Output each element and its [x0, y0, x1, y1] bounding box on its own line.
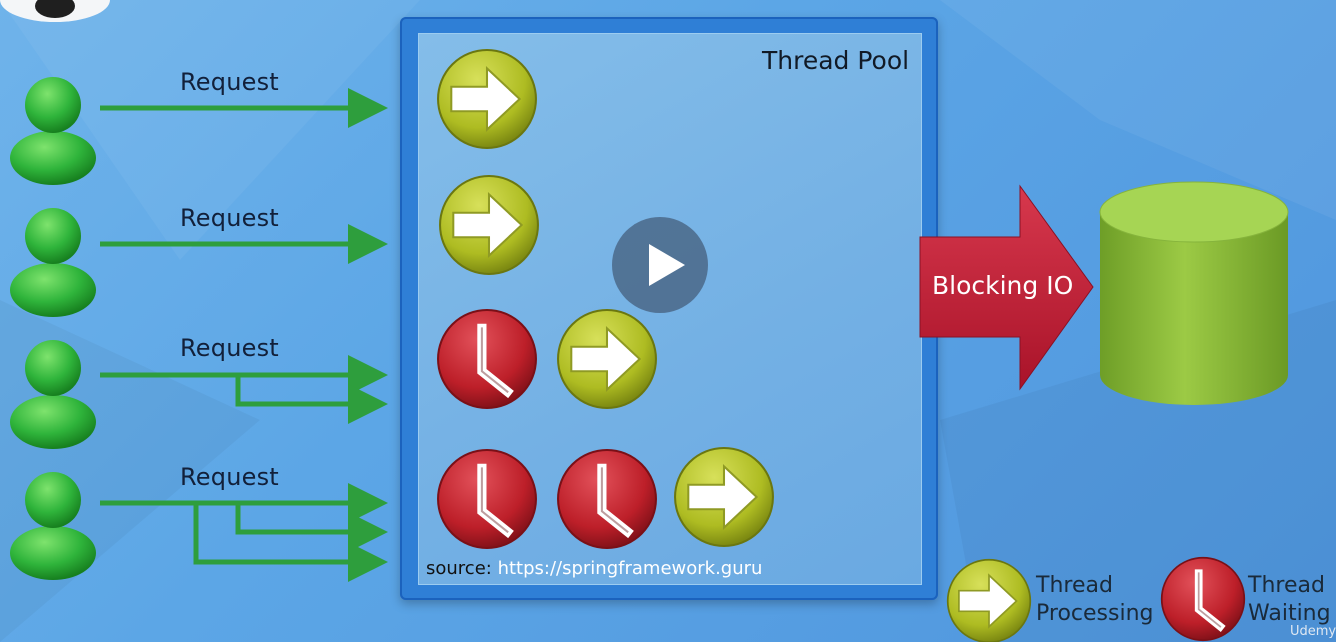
- legend-waiting-line2: Waiting: [1248, 601, 1331, 626]
- request-label: Request: [180, 334, 279, 362]
- legend-processing-icon: [946, 558, 1032, 642]
- request-arrow-branch: [235, 375, 388, 424]
- thread-pool-title: Thread Pool: [762, 46, 910, 75]
- thread-waiting-icon: [438, 450, 536, 548]
- source-caption: source: https://springframework.guru: [426, 558, 762, 579]
- request-arrow-branch: [193, 503, 388, 582]
- thread-processing-icon: [674, 447, 774, 547]
- user-icon: [10, 208, 96, 317]
- legend-processing-line2: Processing: [1036, 601, 1154, 626]
- user-icon: [10, 77, 96, 185]
- request-arrow-branch: [235, 503, 388, 552]
- source-prefix: source:: [426, 558, 492, 579]
- udemy-watermark: Udemy: [1290, 624, 1336, 639]
- blocking-io-label: Blocking IO: [932, 271, 1074, 300]
- request-label: Request: [180, 204, 279, 232]
- legend-waiting-label: Thread Waiting: [1248, 572, 1331, 628]
- thread-waiting-icon: [558, 450, 656, 548]
- legend-processing-label: Thread Processing: [1036, 572, 1153, 628]
- thread-processing-icon: [557, 309, 657, 409]
- request-label: Request: [180, 68, 279, 96]
- legend-waiting-icon: [1162, 558, 1245, 641]
- legend-waiting-line1: Thread: [1248, 573, 1325, 598]
- source-url[interactable]: https://springframework.guru: [497, 558, 763, 579]
- thread-waiting-icon: [438, 310, 536, 408]
- legend-processing-line1: Thread: [1036, 573, 1113, 598]
- user-icon: [10, 340, 96, 449]
- play-button[interactable]: [612, 217, 708, 313]
- thread-processing-icon: [439, 175, 539, 275]
- blocking-io-arrow: [919, 184, 1094, 391]
- thread-processing-icon: [437, 49, 537, 149]
- request-label: Request: [180, 463, 279, 491]
- database-icon: [1099, 181, 1289, 405]
- user-icon: [10, 472, 96, 580]
- play-icon: [649, 244, 685, 286]
- logo-corner: [0, 0, 110, 22]
- request-layer: [10, 77, 388, 582]
